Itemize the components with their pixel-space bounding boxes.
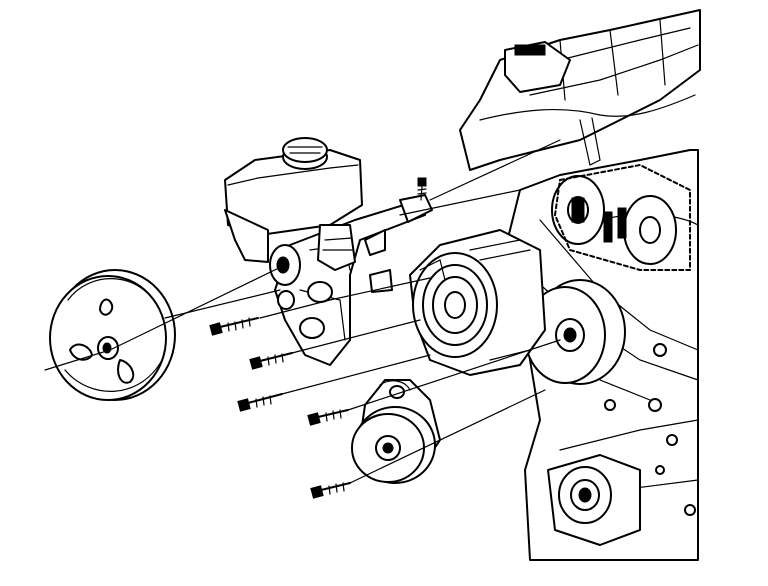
power-steering-reservoir: [224, 137, 363, 263]
mounting-bolt: [209, 317, 259, 336]
ac-compressor: [409, 229, 546, 376]
idler-pulley: [524, 279, 626, 385]
mounting-bolt: [307, 409, 349, 426]
camshaft-sprocket: [551, 175, 677, 265]
mounting-bolt: [310, 482, 351, 499]
drive-belt-tensioner: [351, 379, 441, 484]
water-pump: [547, 454, 641, 546]
mounting-bolt: [237, 393, 283, 412]
timing-chain: [554, 164, 691, 271]
mounting-bolt: [249, 352, 293, 370]
power-steering-pump-pulley: [49, 269, 176, 401]
alignment-lines: [44, 139, 561, 484]
mounting-bolt: [417, 177, 427, 201]
intake-manifold: [459, 9, 701, 171]
